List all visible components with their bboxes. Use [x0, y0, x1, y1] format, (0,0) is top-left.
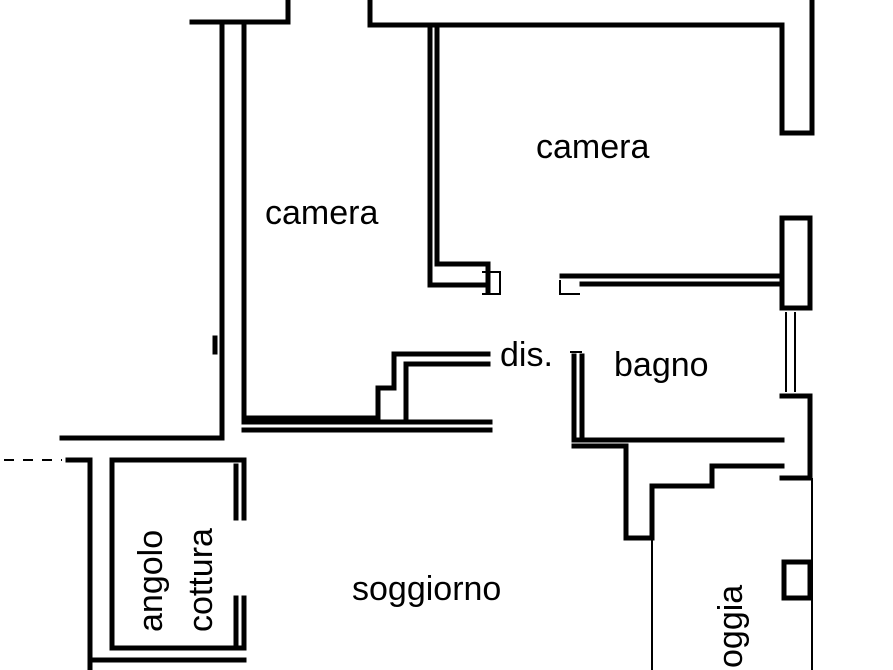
wall-cottura-bottom — [109, 595, 247, 651]
label-bagno: bagno — [614, 346, 709, 384]
wall-camera-right-left-inner — [434, 22, 491, 295]
wall-top-left — [189, 0, 291, 25]
label-camera-right: camera — [536, 128, 649, 166]
label-soggiorno: soggiorno — [352, 570, 501, 608]
wall-camera-right-left — [427, 22, 491, 288]
loggia-post — [781, 559, 813, 601]
wall-bagno-bottom-step — [571, 443, 785, 541]
label-loggia: oggia — [712, 585, 750, 668]
label-angolo: angolo — [132, 530, 170, 632]
wall-cottura-top — [109, 457, 247, 521]
walls — [4, 0, 815, 670]
wall-stepped-inner — [403, 361, 491, 425]
wall-stepped-upper — [375, 351, 491, 425]
wall-right-pillar — [779, 215, 813, 311]
wall-left-outer — [59, 19, 225, 441]
wall-left-inner — [241, 19, 381, 421]
wall-right-lower — [779, 393, 813, 481]
wall-top-right — [367, 0, 815, 136]
label-camera-left: camera — [265, 194, 378, 232]
window-bagno — [785, 312, 796, 392]
label-cottura: cottura — [182, 528, 220, 632]
door-jamb-bagno — [559, 280, 580, 295]
label-disimpegno: dis. — [500, 336, 553, 374]
door-jamb-camera — [482, 271, 501, 295]
